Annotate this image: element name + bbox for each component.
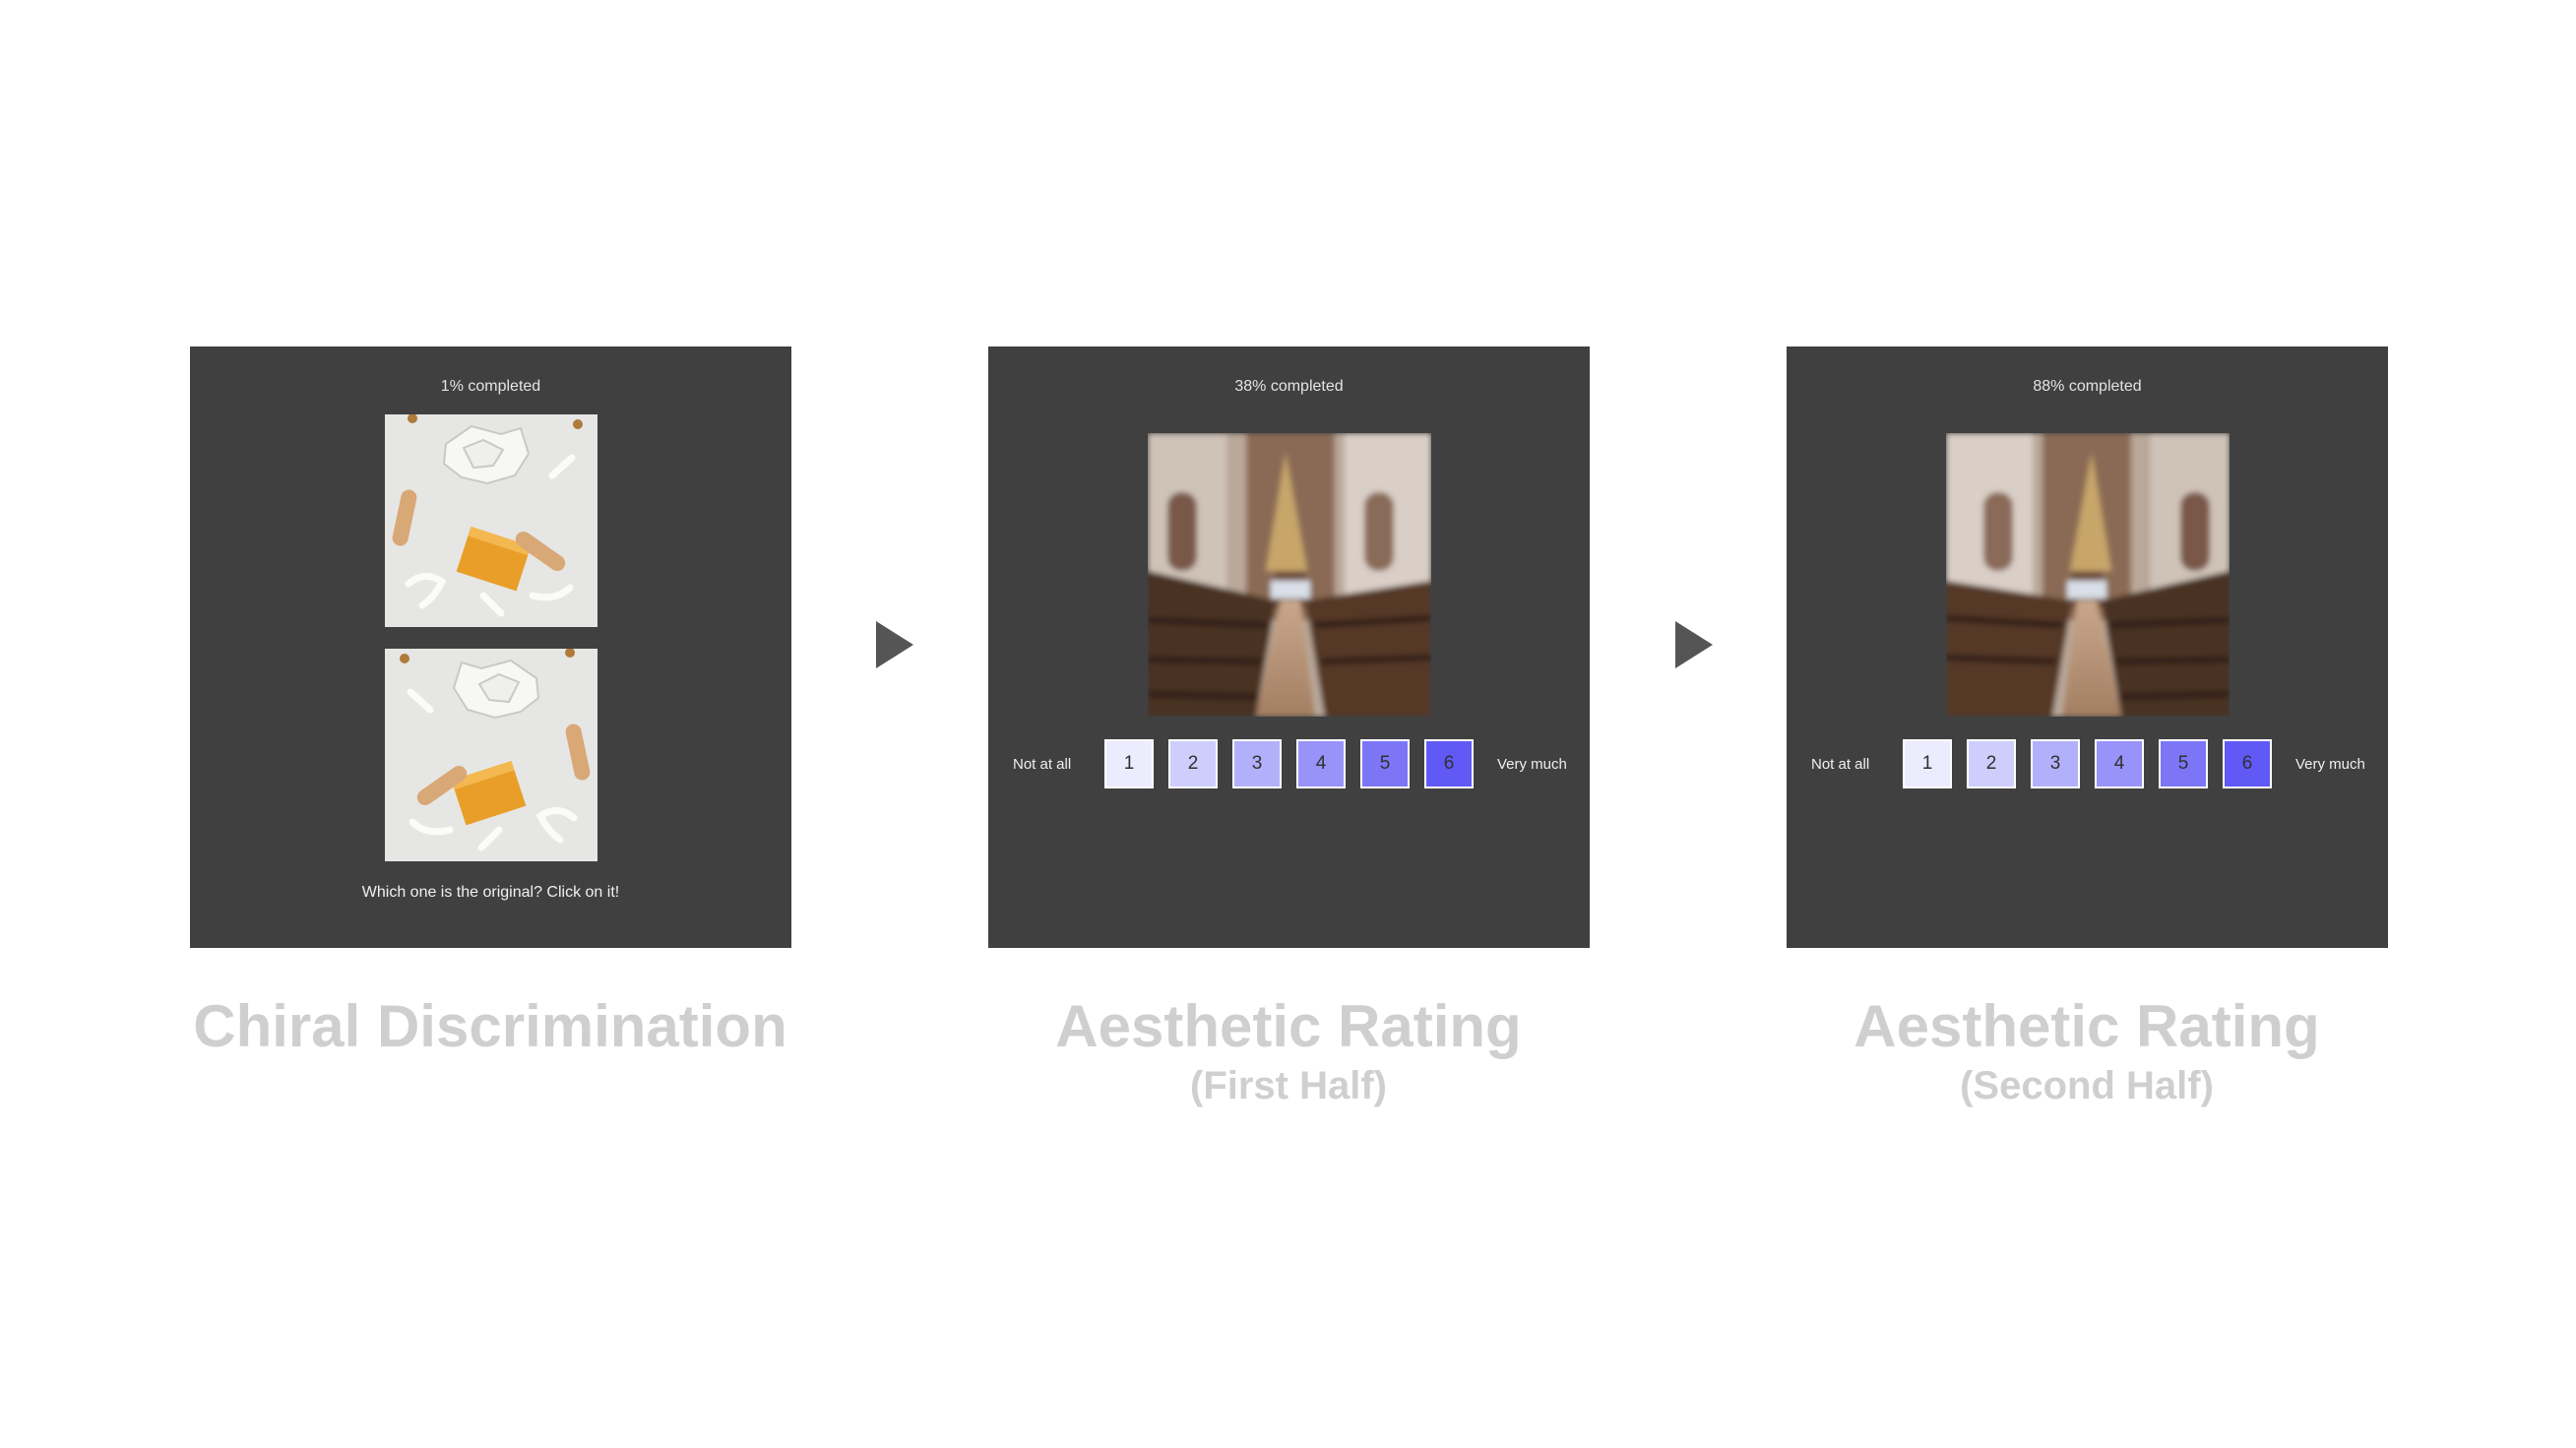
progress-text: 88% completed <box>2033 378 2142 395</box>
progress-text: 38% completed <box>1234 378 1344 395</box>
rating-button-3[interactable]: 3 <box>1232 739 1282 788</box>
rating-button-5[interactable]: 5 <box>2159 739 2208 788</box>
rating-button-2[interactable]: 2 <box>1168 739 1218 788</box>
aesthetic-rating-panel-second: 88% completed <box>1787 346 2388 948</box>
rating-button-3[interactable]: 3 <box>2031 739 2080 788</box>
question-text: Which one is the original? Click on it! <box>361 884 620 901</box>
caption-title: Aesthetic Rating <box>1055 993 1522 1059</box>
rating-button-1[interactable]: 1 <box>1104 739 1154 788</box>
church-interior-image <box>1148 433 1431 717</box>
aesthetic-rating-panel-first: 38% completed <box>988 346 1590 948</box>
scale-min-label: Not at all <box>1013 756 1072 773</box>
caption-subtitle: (Second Half) <box>1960 1064 2214 1107</box>
rating-button-6[interactable]: 6 <box>1424 739 1474 788</box>
caption-aesthetic-second: Aesthetic Rating (Second Half) <box>1693 989 2481 1107</box>
church-interior-image-mirrored <box>1946 433 2230 717</box>
caption-subtitle: (First Half) <box>1190 1064 1387 1107</box>
rating-button-4[interactable]: 4 <box>1296 739 1346 788</box>
caption-chiral-discrimination: Chiral Discrimination <box>96 989 884 1064</box>
chiral-discrimination-panel: 1% completed <box>190 346 791 948</box>
play-arrow-icon <box>1675 621 1713 668</box>
chiral-image-option-2[interactable] <box>385 649 597 861</box>
scale-max-label: Very much <box>2295 756 2365 773</box>
rating-button-4[interactable]: 4 <box>2095 739 2144 788</box>
scale-min-label: Not at all <box>1811 756 1870 773</box>
rating-button-1[interactable]: 1 <box>1903 739 1952 788</box>
progress-text: 1% completed <box>440 378 541 395</box>
rating-button-2[interactable]: 2 <box>1967 739 2016 788</box>
caption-title: Chiral Discrimination <box>193 993 787 1059</box>
caption-title: Aesthetic Rating <box>1853 993 2320 1059</box>
play-arrow-icon <box>876 621 913 668</box>
caption-aesthetic-first: Aesthetic Rating (First Half) <box>895 989 1682 1107</box>
rating-button-5[interactable]: 5 <box>1360 739 1410 788</box>
scale-max-label: Very much <box>1497 756 1567 773</box>
chiral-image-option-1[interactable] <box>385 414 597 627</box>
rating-button-6[interactable]: 6 <box>2223 739 2272 788</box>
